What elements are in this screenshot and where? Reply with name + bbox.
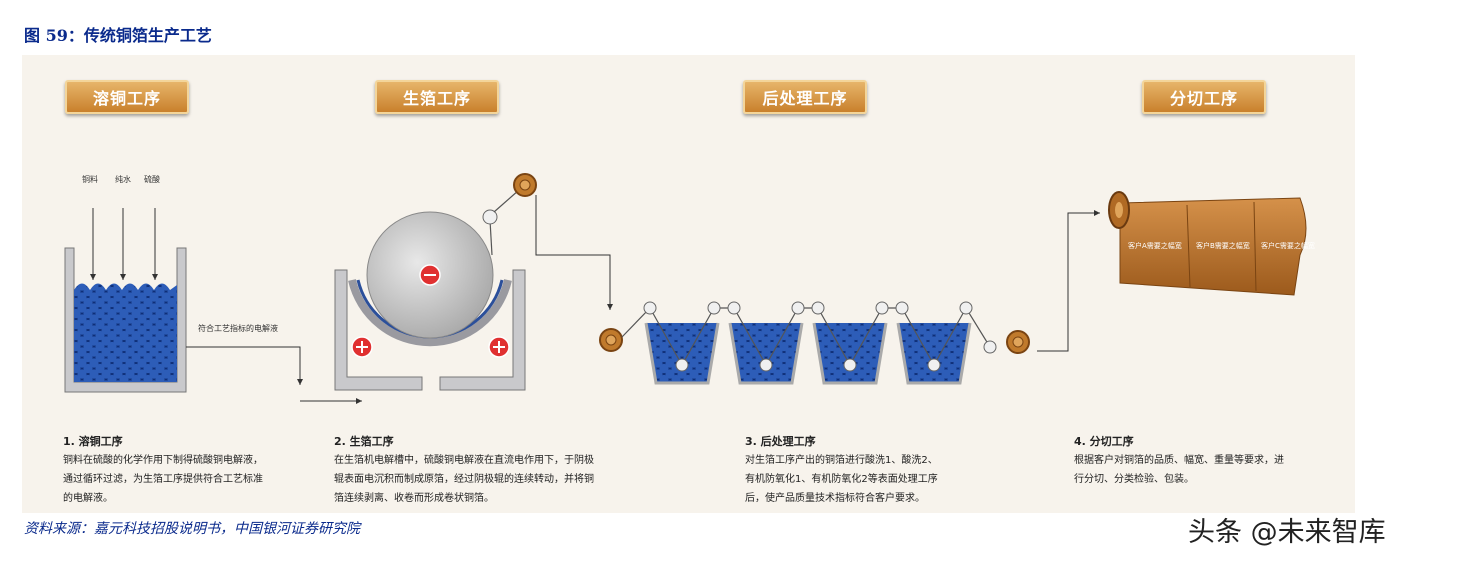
transfer-arrow <box>535 195 613 310</box>
description-heading: 2. 生箔工序 <box>334 435 394 448</box>
input-label-acid: 硫酸 <box>144 174 160 184</box>
slit-line <box>1186 204 1191 288</box>
slit-line <box>1253 201 1257 292</box>
foil-strip <box>489 219 493 256</box>
description-dissolving: 1. 溶铜工序 铜料在硫酸的化学作用下制得硫酸铜电解液， 通过循环过滤，为生箔工… <box>63 432 263 508</box>
description-foil-forming: 2. 生箔工序 在生箔机电解槽中，硫酸铜电解液在直流电作用下，于阴极 辊表面电沉… <box>334 432 594 508</box>
stage-foil-forming: 生箔工序 <box>375 80 499 114</box>
foil-sheet <box>1119 197 1307 296</box>
description-line: 的电解液。 <box>63 493 113 504</box>
description-line: 辊表面电沉积而制成原箔，经过阴极辊的连续转动，并将铜 <box>334 474 594 485</box>
input-label-copper: 铜料 <box>82 174 98 184</box>
description-line: 有机防氧化1、有机防氧化2等表面处理工序 <box>745 474 938 485</box>
description-heading: 1. 溶铜工序 <box>63 435 123 448</box>
source-note: 资料来源：嘉元科技招股说明书，中国银河证券研究院 <box>24 521 360 537</box>
description-line: 根据客户对铜箔的品质、幅宽、重量等要求，进 <box>1074 455 1284 466</box>
description-line: 箔连续剥离、收卷而形成卷状铜箔。 <box>334 493 494 504</box>
figure-title: 图 59：传统铜箔生产工艺 <box>24 26 212 45</box>
description-line: 铜料在硫酸的化学作用下制得硫酸铜电解液， <box>63 455 263 466</box>
slit-label-c: 客户C需要之幅宽 <box>1261 241 1315 250</box>
description-line: 通过循环过滤，为生箔工序提供符合工艺标准 <box>63 474 263 485</box>
guide-roller <box>482 209 498 225</box>
description-heading: 3. 后处理工序 <box>745 435 816 448</box>
copper-solution <box>74 283 177 382</box>
input-label-water: 纯水 <box>115 174 131 184</box>
cell-left-wall <box>334 269 423 391</box>
slit-label-a: 客户A需要之幅宽 <box>1128 241 1182 250</box>
slit-label-b: 客户B需要之幅宽 <box>1196 241 1250 250</box>
stage-post-treatment: 后处理工序 <box>743 80 867 114</box>
description-line: 对生箔工序产出的铜箔进行酸洗1、酸洗2、 <box>745 455 938 466</box>
anode-arc <box>348 279 512 347</box>
cell-right-wall <box>439 269 526 391</box>
diagram-svg: 铜料 纯水 硫酸 符合工艺指标的电解液 <box>64 173 1315 404</box>
watermark: 头条 @未来智库 <box>1188 517 1386 548</box>
description-line: 在生箔机电解槽中，硫酸铜电解液在直流电作用下，于阴极 <box>334 455 594 466</box>
treatment-tanks <box>621 301 997 385</box>
description-post-treatment: 3. 后处理工序 对生箔工序产出的铜箔进行酸洗1、酸洗2、 有机防氧化1、有机防… <box>745 432 938 508</box>
stage-dissolving: 溶铜工序 <box>65 80 189 114</box>
process-diagram: 溶铜工序 生箔工序 后处理工序 分切工序 <box>22 55 1355 513</box>
description-line: 行分切、分类检验、包装。 <box>1074 474 1194 485</box>
description-heading: 4. 分切工序 <box>1074 435 1134 448</box>
transfer-arrow <box>1037 210 1100 352</box>
electrolyte-pipe <box>186 346 303 385</box>
description-slitting: 4. 分切工序 根据客户对铜箔的品质、幅宽、重量等要求，进 行分切、分类检验、包… <box>1074 432 1284 489</box>
description-line: 后，使产品质量技术指标符合客户要求。 <box>745 493 925 504</box>
stage-slitting: 分切工序 <box>1142 80 1266 114</box>
electrolyte-label: 符合工艺指标的电解液 <box>198 323 278 333</box>
